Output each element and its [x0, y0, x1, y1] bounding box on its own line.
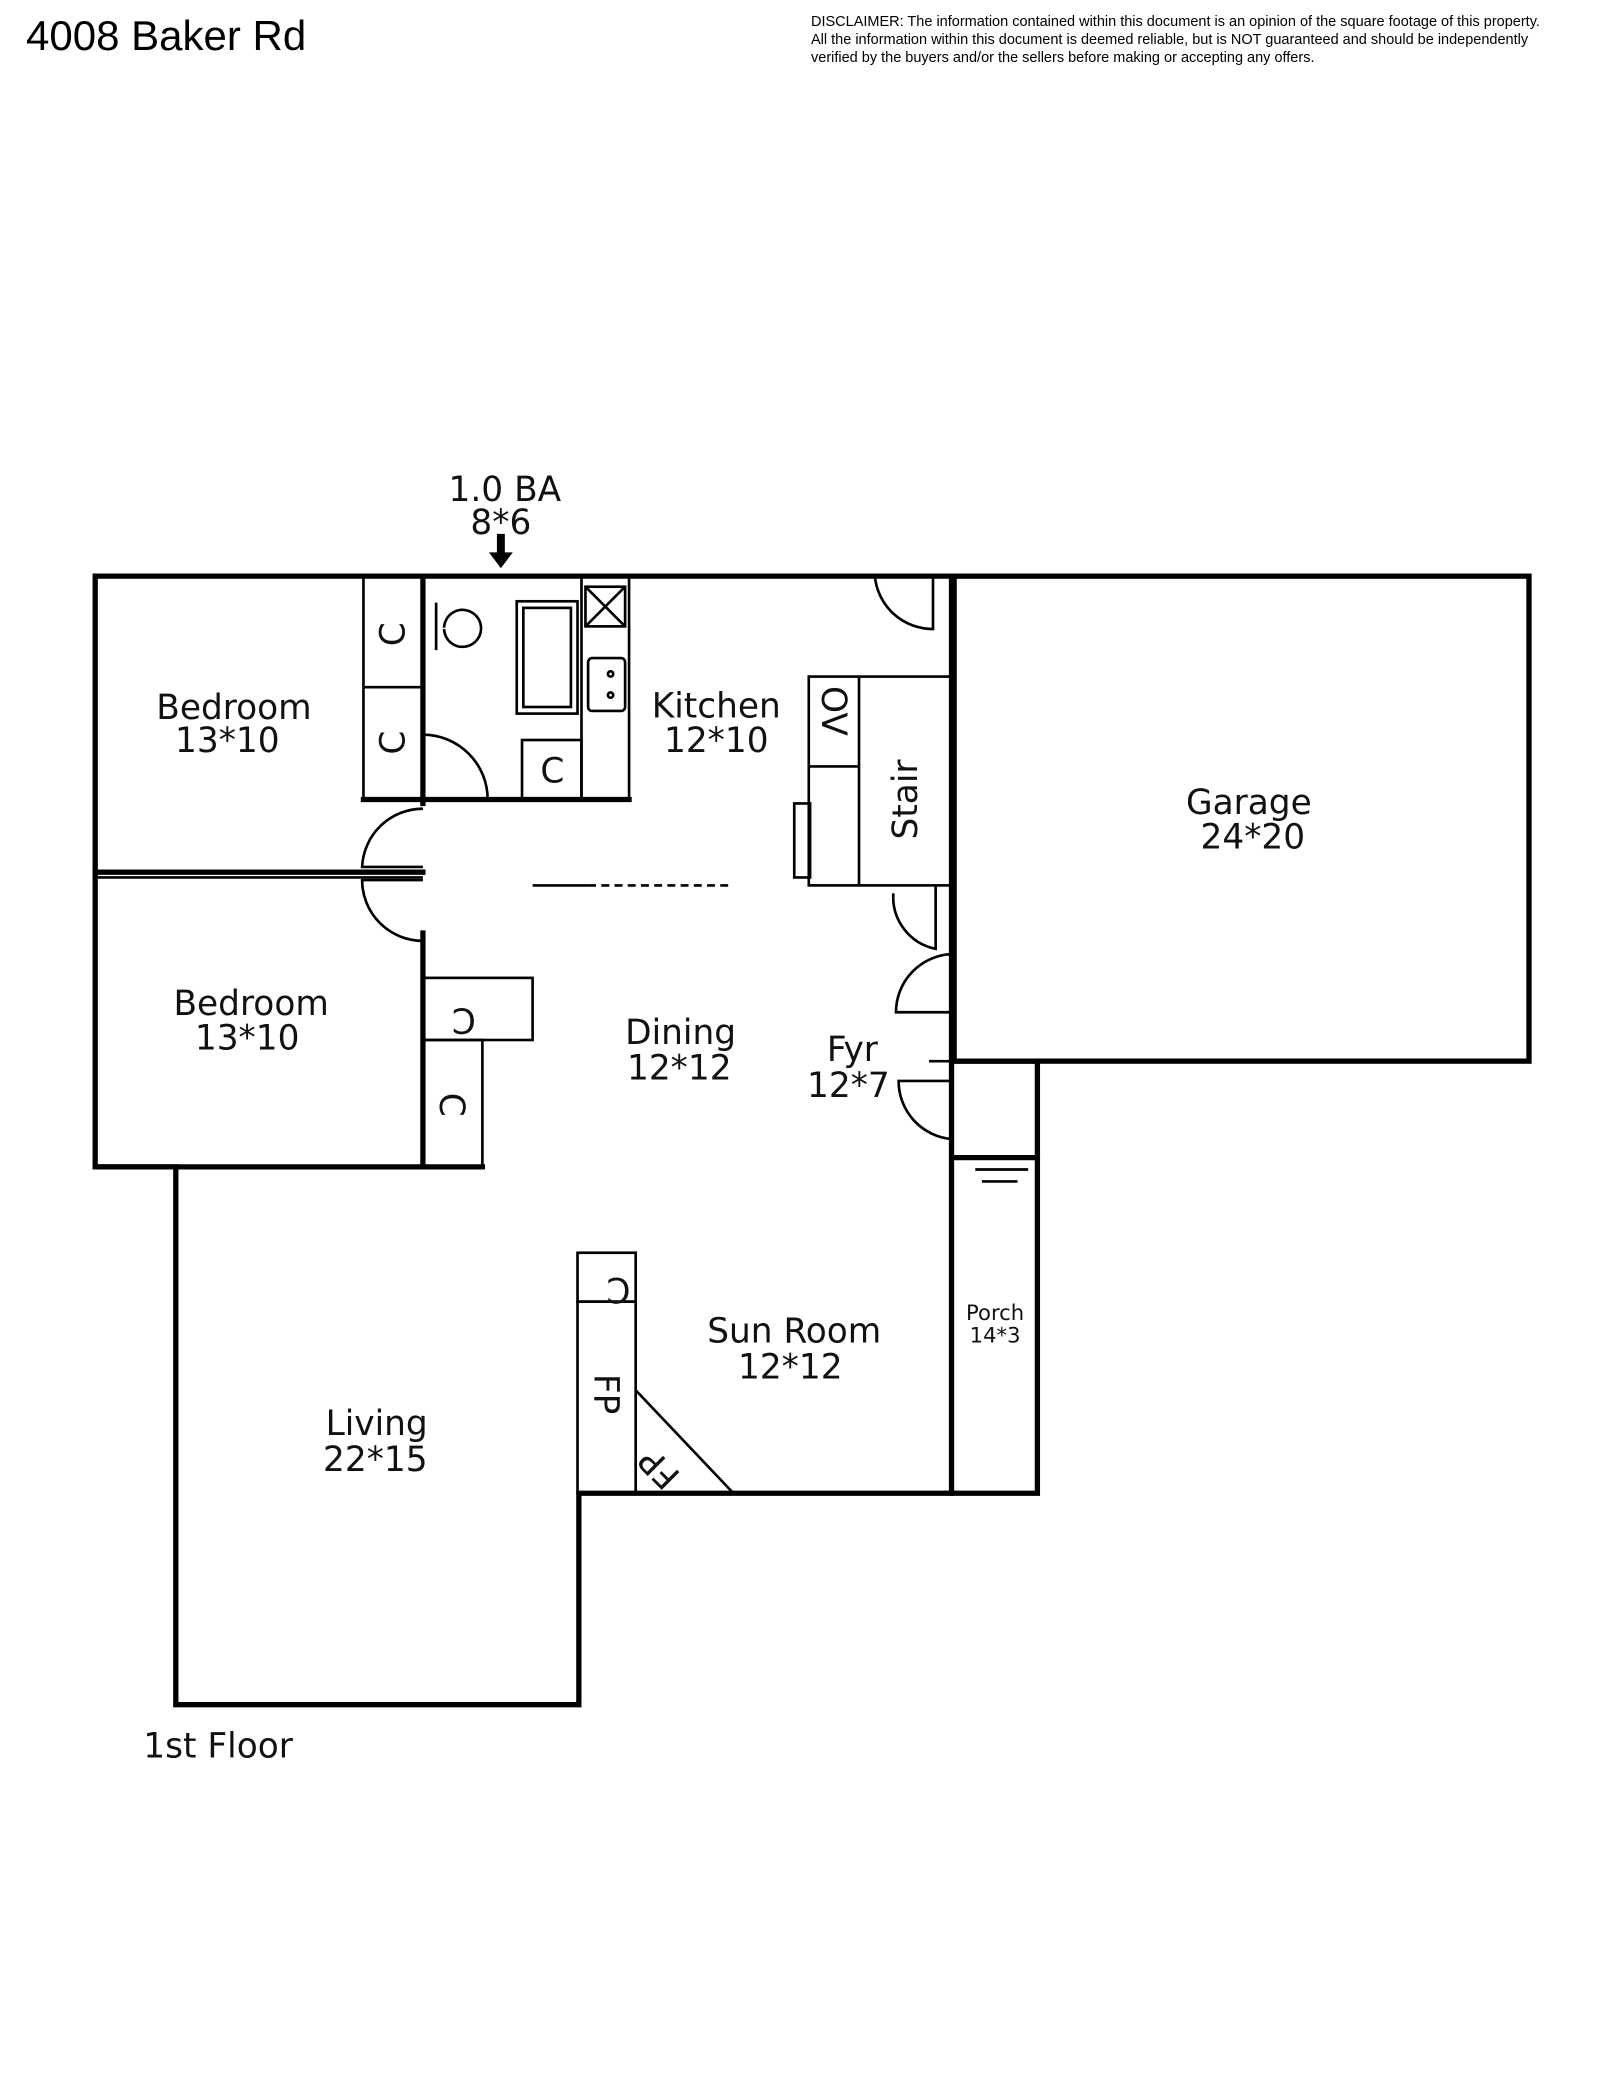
disclaimer-line: DISCLAIMER: The information contained wi… — [811, 14, 1540, 30]
closet-label: C — [373, 731, 413, 755]
property-address-title: 4008 Baker Rd — [26, 12, 307, 59]
closet-label: C — [607, 1269, 631, 1309]
interior-walls — [92, 533, 1029, 1495]
sunroom-size: 12*12 — [738, 1347, 843, 1387]
disclaimer-line: verified by the buyers and/or the seller… — [811, 50, 1315, 66]
bath-label: 1.0 BA — [449, 470, 562, 510]
disclaimer-line: All the information within this document… — [811, 32, 1529, 48]
arrow-down-icon — [488, 533, 513, 569]
porch-label: Porch — [966, 1300, 1024, 1325]
garage-walls — [951, 573, 1532, 1064]
disclaimer: DISCLAIMER: The information contained wi… — [811, 13, 1601, 67]
kitchen-label: Kitchen — [652, 687, 781, 727]
bedroom2-size: 13*10 — [195, 1018, 300, 1058]
closet-label: C — [540, 751, 564, 791]
foyer-size: 12*7 — [807, 1066, 890, 1106]
exterior-walls — [92, 573, 1532, 1708]
closet-label: C — [452, 999, 476, 1039]
bedroom1-label: Bedroom — [156, 688, 311, 728]
floor-label: 1st Floor — [143, 1727, 293, 1767]
foyer-label: Fyr — [827, 1030, 879, 1070]
garage-label: Garage — [1186, 783, 1312, 823]
bedroom1-size: 13*10 — [175, 721, 280, 761]
living-label: Living — [326, 1404, 428, 1444]
dining-label: Dining — [625, 1013, 736, 1053]
garage-size: 24*20 — [1201, 817, 1306, 857]
fireplace-label: FP — [631, 1440, 688, 1497]
porch-walls — [948, 1058, 1041, 1496]
living-size: 22*15 — [323, 1440, 428, 1480]
closet-label: C — [373, 622, 413, 646]
bedroom2-label: Bedroom — [173, 984, 328, 1024]
kitchen-size: 12*10 — [664, 721, 769, 761]
bath-size: 8*6 — [470, 503, 531, 543]
dining-size: 12*12 — [627, 1049, 732, 1089]
closet-label: C — [431, 1093, 471, 1117]
stair-label: Stair — [886, 759, 926, 840]
fireplace-label: FP — [586, 1374, 626, 1414]
stair-outline — [807, 675, 953, 887]
sunroom-label: Sun Room — [707, 1312, 881, 1352]
porch-size: 14*3 — [970, 1323, 1021, 1348]
oven-label: OV — [813, 686, 853, 736]
